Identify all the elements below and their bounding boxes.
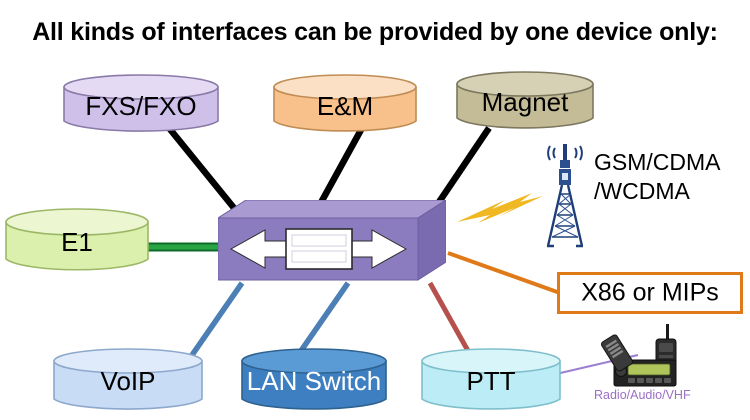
connector-lan-switch	[293, 281, 351, 360]
cylinder-shape	[63, 74, 219, 132]
connector-ptt	[427, 281, 475, 360]
device-top-face	[216, 199, 448, 219]
gsm-label-line1: GSM/CDMA	[594, 149, 721, 175]
mobile-radio-icon	[613, 359, 677, 387]
connector-fxs-fxo	[166, 125, 237, 211]
cylinder-shape	[273, 74, 417, 132]
device-slot-top	[291, 234, 347, 247]
cell-tower-icon	[534, 142, 596, 252]
connector-magnet	[432, 126, 492, 210]
cylinder-shape	[241, 348, 387, 410]
connector-x86	[447, 251, 561, 295]
radio-caption: Radio/Audio/VHF	[594, 388, 691, 402]
interface-em[interactable]: E&M	[272, 73, 418, 135]
interface-voip[interactable]: VoIP	[52, 347, 204, 413]
interface-magnet[interactable]: Magnet	[455, 70, 595, 132]
interface-e1[interactable]: E1	[4, 207, 150, 275]
gsm-label-line2: /WCDMA	[594, 177, 690, 204]
cylinder-shape	[53, 348, 203, 410]
central-device[interactable]	[216, 199, 448, 290]
interface-ptt[interactable]: PTT	[420, 347, 562, 413]
cylinder-shape	[456, 71, 594, 129]
page-title: All kinds of interfaces can be provided …	[32, 18, 718, 46]
cylinder-shape	[421, 348, 561, 410]
x86-label: X86 or MIPs	[581, 278, 719, 307]
interface-fxs-fxo[interactable]: FXS/FXO	[62, 73, 220, 135]
cylinder-shape	[5, 208, 149, 271]
connector-em	[315, 126, 365, 210]
lightning-bolt-icon	[457, 193, 543, 223]
x86-or-mips-box[interactable]: X86 or MIPs	[557, 272, 743, 314]
connector-voip	[187, 281, 245, 360]
radio-device-group	[598, 322, 718, 394]
device-3d-box	[216, 199, 448, 281]
gsm-label: GSM/CDMA /WCDMA	[594, 148, 750, 206]
device-slot-bottom	[291, 250, 347, 263]
radio-handset-icon	[600, 334, 634, 372]
interface-lan-switch[interactable]: LAN Switch	[240, 347, 388, 413]
